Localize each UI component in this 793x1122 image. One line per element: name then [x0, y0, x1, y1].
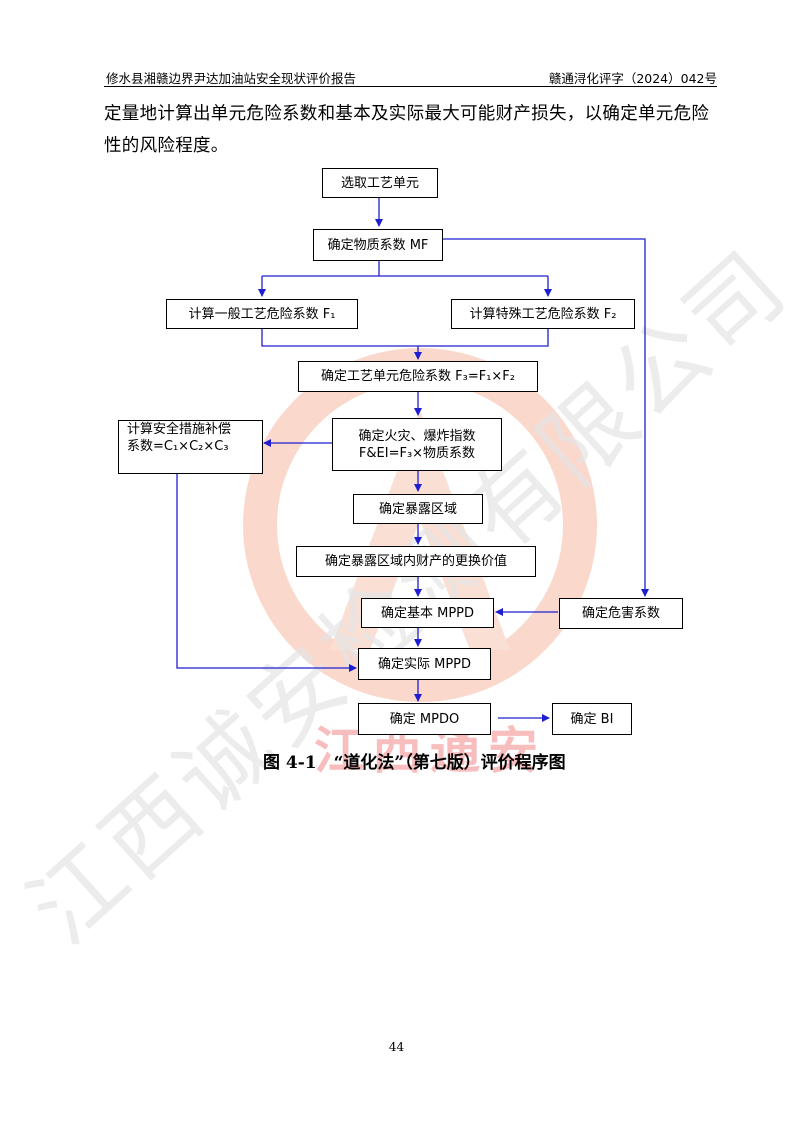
- box-damage-factor: 确定危害系数: [559, 598, 683, 629]
- box-mpdo: 确定 MPDO: [358, 703, 491, 735]
- safety-line1: 计算安全措施补偿: [127, 422, 232, 437]
- box-base-mppd: 确定基本 MPPD: [361, 598, 494, 628]
- box-special-hazard: 计算特殊工艺危险系数 F₂: [451, 299, 635, 329]
- line-f1-f2-merge: [261, 329, 549, 347]
- header-left: 修水县湘赣边界尹达加油站安全现状评价报告: [106, 71, 357, 86]
- header-rule: [104, 86, 717, 87]
- fei-line1: 确定火灾、爆炸指数: [358, 428, 476, 444]
- box-select-unit: 选取工艺单元: [322, 168, 438, 198]
- box-material-factor: 确定物质系数 MF: [313, 229, 443, 261]
- box-safety-compensation: 计算安全措施补偿 系数=C₁×C₂×C₃: [118, 420, 263, 474]
- page-number: 44: [388, 1040, 405, 1054]
- box-actual-mppd: 确定实际 MPPD: [358, 648, 491, 680]
- box-fire-explosion-index: 确定火灾、爆炸指数 F&EI=F₃×物质系数: [332, 418, 502, 471]
- arrow-mf-to-damage: [443, 238, 649, 597]
- fei-line2: F&EI=F₃×物质系数: [358, 445, 476, 461]
- box-unit-hazard: 确定工艺单元危险系数 F₃=F₁×F₂: [298, 361, 538, 392]
- arrow-safety-to-actual: [176, 474, 357, 672]
- box-general-hazard: 计算一般工艺危险系数 F₁: [166, 299, 358, 329]
- header-right: 赣通浔化评字（2024）042号: [548, 71, 717, 86]
- figure-caption: 图 4-1 “道化法”（第七版）评价程序图: [263, 753, 566, 773]
- intro-paragraph: 定量地计算出单元危险系数和基本及实际最大可能财产损失，以确定单元危险性的风险程度…: [104, 104, 710, 156]
- box-replacement-value: 确定暴露区域内财产的更换价值: [296, 546, 536, 577]
- safety-line2: 系数=C₁×C₂×C₃: [127, 439, 229, 454]
- box-bi: 确定 BI: [552, 703, 632, 735]
- box-exposure-area: 确定暴露区域: [353, 494, 483, 524]
